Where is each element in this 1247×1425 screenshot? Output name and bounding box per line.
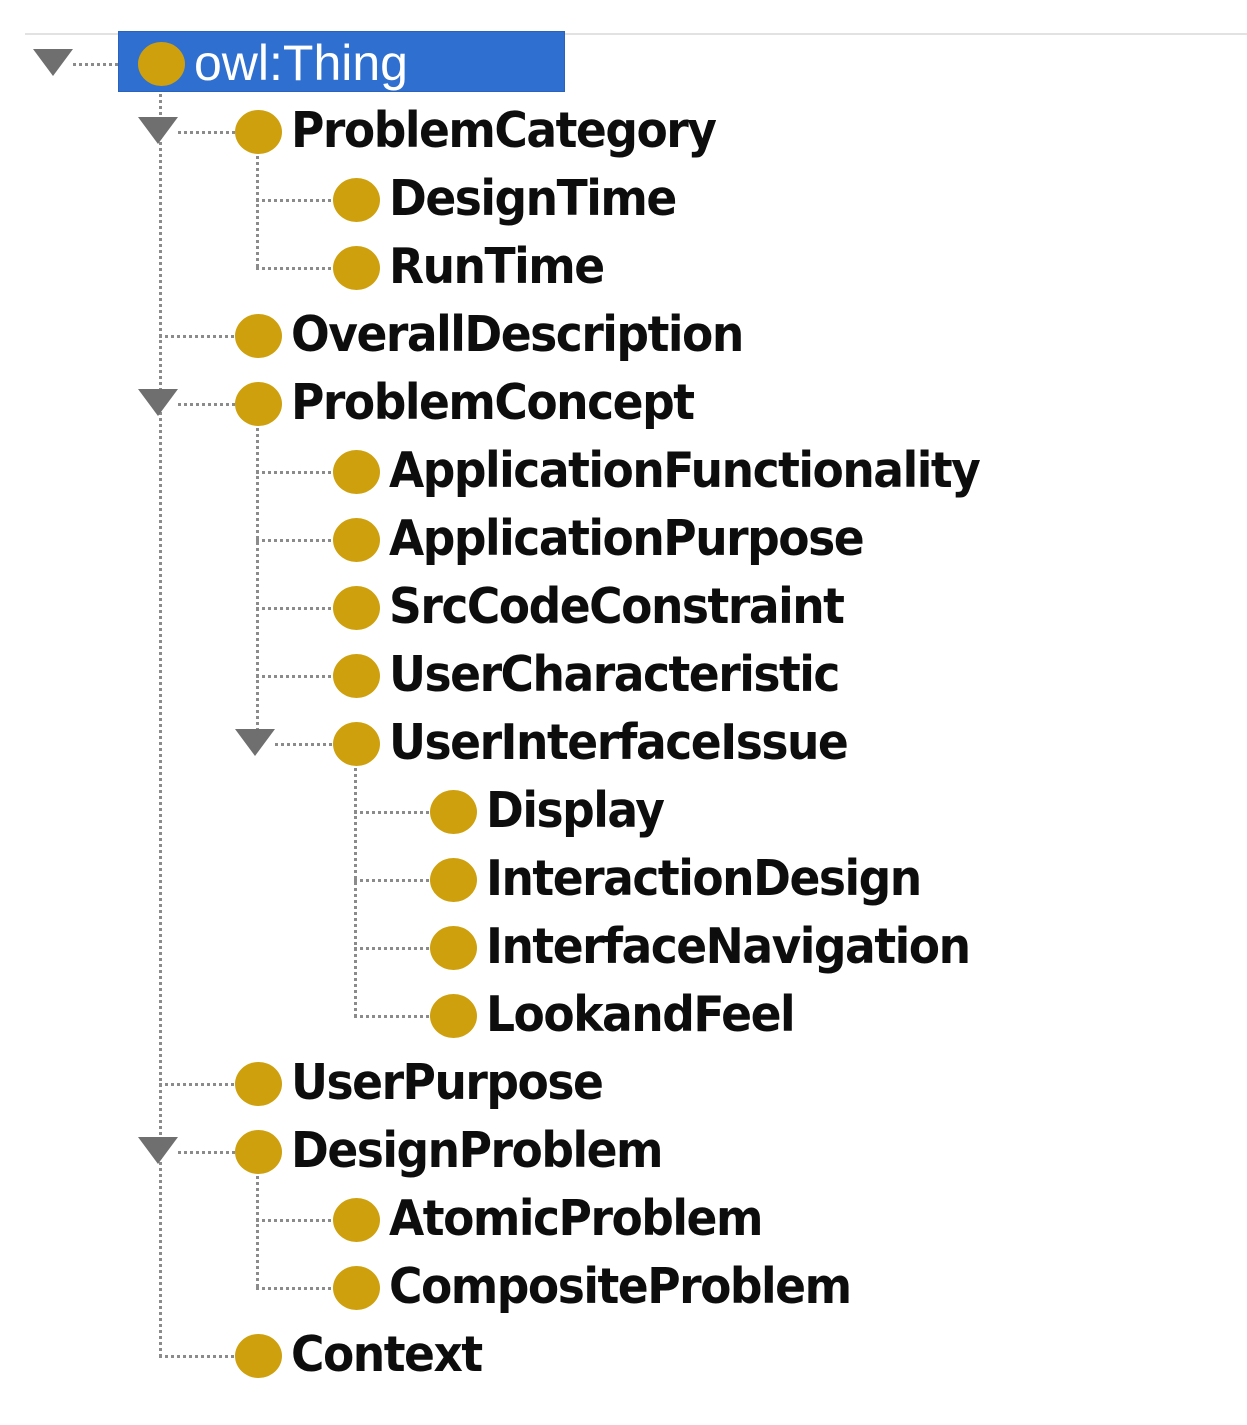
tree-node-label: InteractionDesign [486,850,922,907]
triangle-down-icon[interactable] [138,370,178,438]
tree-connector-line [256,607,337,610]
tree-node-label: UserInterfaceIssue [389,714,849,771]
tree-node-overalldescription[interactable]: OverallDescription [0,302,1247,370]
class-circle-icon[interactable] [333,722,380,766]
triangle-down-glyph [138,389,178,416]
tree-connector-line [159,335,239,338]
triangle-down-glyph [138,1137,178,1164]
tree-node-label: Display [486,782,665,839]
tree-connector-line [354,811,434,814]
class-circle-icon[interactable] [235,382,282,426]
tree-node-atomicproblem[interactable]: AtomicProblem [0,1186,1247,1254]
class-circle-icon[interactable] [138,42,185,86]
selected-node-highlight [118,31,565,92]
class-circle-icon[interactable] [235,314,282,358]
class-circle-icon[interactable] [235,1334,282,1378]
tree-connector-line [159,1083,239,1086]
triangle-down-icon[interactable] [235,710,275,778]
class-circle-icon[interactable] [235,1130,282,1174]
tree-node-designproblem[interactable]: DesignProblem [0,1118,1247,1186]
triangle-down-icon[interactable] [138,1118,178,1186]
tree-node-runtime[interactable]: RunTime [0,234,1247,302]
triangle-down-icon[interactable] [33,30,73,98]
tree-connector-line [256,539,337,542]
class-circle-icon[interactable] [235,110,282,154]
class-circle-icon[interactable] [333,450,380,494]
tree-node-applicationfunctionality[interactable]: ApplicationFunctionality [0,438,1247,506]
tree-node-interfacenavigation[interactable]: InterfaceNavigation [0,914,1247,982]
tree-connector-line [354,879,434,882]
tree-connector-line [256,1170,259,1288]
class-circle-icon[interactable] [333,586,380,630]
tree-node-label: LookandFeel [486,986,796,1043]
tree-connector-line [354,1015,434,1018]
tree-node-label: ApplicationPurpose [389,510,865,567]
tree-node-label: DesignProblem [291,1122,663,1179]
tree-connector-line [354,947,434,950]
tree-node-context[interactable]: Context [0,1322,1247,1390]
class-circle-icon[interactable] [333,1266,380,1310]
tree-connector-line [256,1219,337,1222]
triangle-down-icon[interactable] [138,98,178,166]
class-circle-icon[interactable] [430,790,477,834]
tree-node-label: ProblemConcept [291,374,695,431]
tree-node-label: RunTime [389,238,605,295]
tree-node-label: OverallDescription [291,306,744,363]
tree-node-label: UserCharacteristic [389,646,840,703]
tree-node-label: SrcCodeConstraint [389,578,845,635]
tree-node-label: UserPurpose [291,1054,604,1111]
tree-node-label: owl:Thing [194,35,408,91]
tree-connector-line [178,403,239,406]
tree-node-designtime[interactable]: DesignTime [0,166,1247,234]
tree-connector-line [159,82,162,1356]
class-circle-icon[interactable] [235,1062,282,1106]
class-circle-icon[interactable] [430,858,477,902]
tree-node-label: Context [291,1326,483,1383]
tree-node-label: ApplicationFunctionality [389,442,981,499]
tree-connector-line [73,63,142,66]
class-circle-icon[interactable] [333,246,380,290]
class-circle-icon[interactable] [430,994,477,1038]
tree-connector-line [178,131,239,134]
tree-connector-line [354,762,357,1016]
class-circle-icon[interactable] [333,654,380,698]
tree-node-label: CompositeProblem [389,1258,852,1315]
tree-node-label: AtomicProblem [389,1190,763,1247]
tree-connector-line [275,743,337,746]
panel-top-divider [25,33,1247,35]
class-circle-icon[interactable] [333,178,380,222]
class-circle-icon[interactable] [430,926,477,970]
tree-connector-line [256,199,337,202]
tree-node-userpurpose[interactable]: UserPurpose [0,1050,1247,1118]
tree-connector-line [159,1355,239,1358]
triangle-down-glyph [33,49,73,76]
class-circle-icon[interactable] [333,1198,380,1242]
tree-connector-line [256,267,337,270]
tree-node-problemcategory[interactable]: ProblemCategory [0,98,1247,166]
tree-connector-line [256,150,259,268]
tree-node-srccodeconstraint[interactable]: SrcCodeConstraint [0,574,1247,642]
triangle-down-glyph [138,117,178,144]
tree-connector-line [256,675,337,678]
tree-node-label: DesignTime [389,170,677,227]
tree-node-interactiondesign[interactable]: InteractionDesign [0,846,1247,914]
class-circle-icon[interactable] [333,518,380,562]
tree-node-display[interactable]: Display [0,778,1247,846]
tree-connector-line [256,471,337,474]
tree-connector-line [256,1287,337,1290]
triangle-down-glyph [235,729,275,756]
tree-node-label: ProblemCategory [291,102,717,159]
tree-node-compositeproblem[interactable]: CompositeProblem [0,1254,1247,1322]
tree-connector-line [256,422,259,744]
tree-node-problemconcept[interactable]: ProblemConcept [0,370,1247,438]
tree-node-userinterfaceissue[interactable]: UserInterfaceIssue [0,710,1247,778]
tree-node-label: InterfaceNavigation [486,918,971,975]
tree-connector-line [178,1151,239,1154]
tree-node-applicationpurpose[interactable]: ApplicationPurpose [0,506,1247,574]
tree-node-lookandfeel[interactable]: LookandFeel [0,982,1247,1050]
tree-node-usercharacteristic[interactable]: UserCharacteristic [0,642,1247,710]
tree-node-owl-thing[interactable]: owl:Thing [0,30,1247,98]
